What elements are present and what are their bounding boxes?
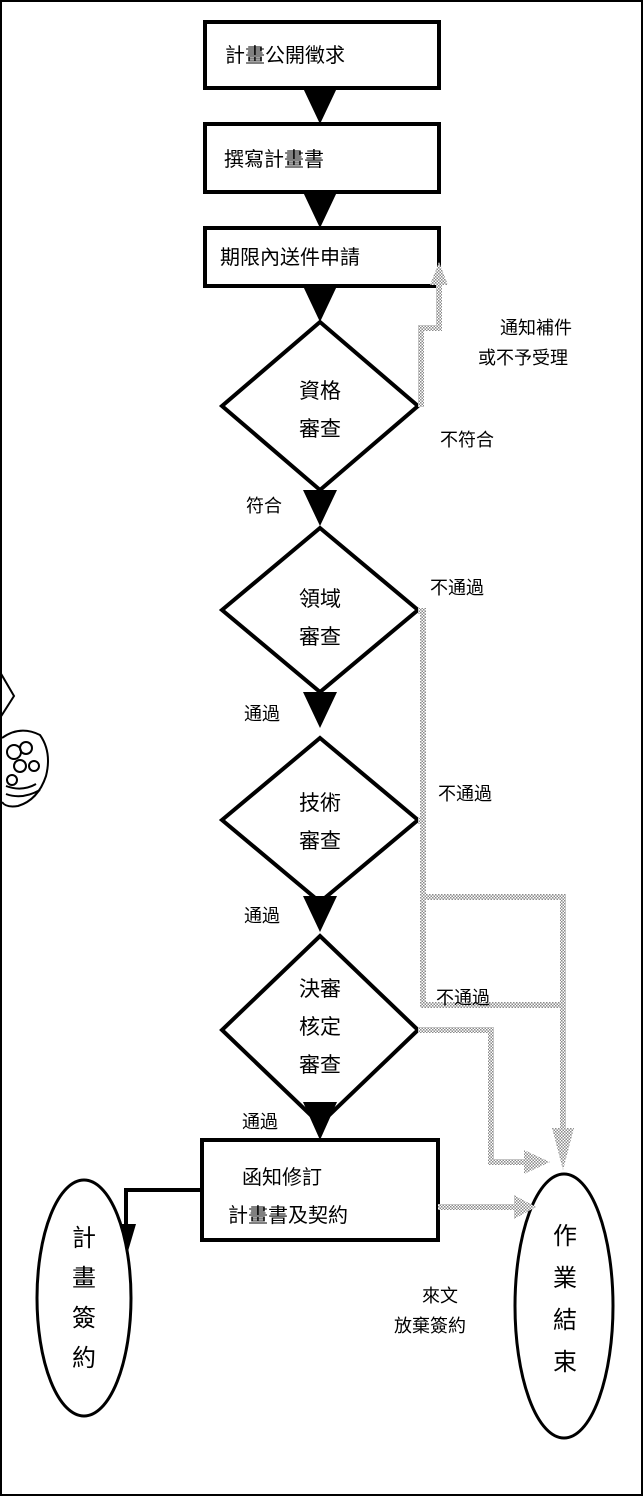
end-close-ellipse xyxy=(513,1172,615,1440)
arrow-domain-to-technical xyxy=(303,692,337,728)
review-qualification-diamond xyxy=(218,319,422,493)
step-revise-line2: 計畫書及契約 xyxy=(228,1203,348,1227)
end-close-char2: 業 xyxy=(553,1264,577,1292)
end-sign-char1: 計 xyxy=(72,1224,96,1252)
review-qualification-line1: 資格 xyxy=(299,379,341,403)
label-fail-final: 不通過 xyxy=(436,988,490,1009)
review-qualification-line2: 審查 xyxy=(299,417,341,441)
dotted-qualification-fail-path xyxy=(418,262,448,407)
label-pass-technical: 通過 xyxy=(244,906,280,927)
review-technical-line1: 技術 xyxy=(299,791,341,815)
dotted-domain-fail-path xyxy=(418,608,564,1008)
step-revise-line1: 函知修訂 xyxy=(242,1165,322,1189)
label-fail-technical: 不通過 xyxy=(438,784,492,805)
label-notify-line2: 或不予受理 xyxy=(478,348,568,369)
review-technical-line2: 審查 xyxy=(299,829,341,853)
label-withdraw-line2: 放棄簽約 xyxy=(394,1316,466,1337)
arrow-technical-to-final xyxy=(303,896,337,932)
arrow-submit-to-qualification xyxy=(303,286,337,322)
step-write-label: 撰寫計畫書 xyxy=(224,147,324,171)
dotted-final-fail-path xyxy=(418,1027,550,1174)
end-sign-char3: 簽 xyxy=(72,1304,96,1332)
label-pass-domain: 通過 xyxy=(244,704,280,725)
step-submit-label: 期限內送件申請 xyxy=(220,245,360,269)
arrow-final-to-revise xyxy=(303,1102,337,1140)
step-write-box xyxy=(203,122,441,194)
arrow-qualification-to-domain xyxy=(303,490,337,526)
end-close-char1: 作 xyxy=(553,1222,577,1250)
review-domain-line1: 領域 xyxy=(299,587,341,611)
dotted-withdraw-path xyxy=(438,1195,536,1219)
review-final-line3: 審查 xyxy=(299,1053,341,1077)
end-close-char3: 結 xyxy=(553,1306,577,1334)
connector-revise-to-sign xyxy=(124,1188,202,1236)
step-submit-box xyxy=(203,226,441,288)
end-close-char4: 束 xyxy=(553,1348,577,1376)
label-eligible: 符合 xyxy=(246,496,282,517)
label-notify-line1: 通知補件 xyxy=(500,318,572,339)
dotted-trunk-to-end xyxy=(552,894,574,1170)
arrow-call-to-write xyxy=(303,88,337,124)
review-technical-diamond xyxy=(218,735,422,905)
label-pass-final: 通過 xyxy=(242,1112,278,1133)
review-final-line2: 核定 xyxy=(299,1015,341,1039)
label-withdraw-line1: 來文 xyxy=(422,1286,458,1307)
decorative-stamp xyxy=(0,671,49,808)
end-sign-char4: 約 xyxy=(72,1344,96,1372)
arrow-write-to-submit xyxy=(303,192,337,228)
end-sign-char2: 畫 xyxy=(72,1264,96,1292)
step-call-label: 計畫公開徵求 xyxy=(225,43,345,67)
end-sign-ellipse xyxy=(35,1178,133,1418)
step-revise-box xyxy=(200,1138,440,1242)
review-domain-line2: 審查 xyxy=(299,625,341,649)
label-fail-domain: 不通過 xyxy=(430,578,484,599)
label-not-eligible: 不符合 xyxy=(440,430,494,451)
dotted-technical-fail-path xyxy=(418,818,426,824)
review-final-line1: 決審 xyxy=(299,977,341,1001)
